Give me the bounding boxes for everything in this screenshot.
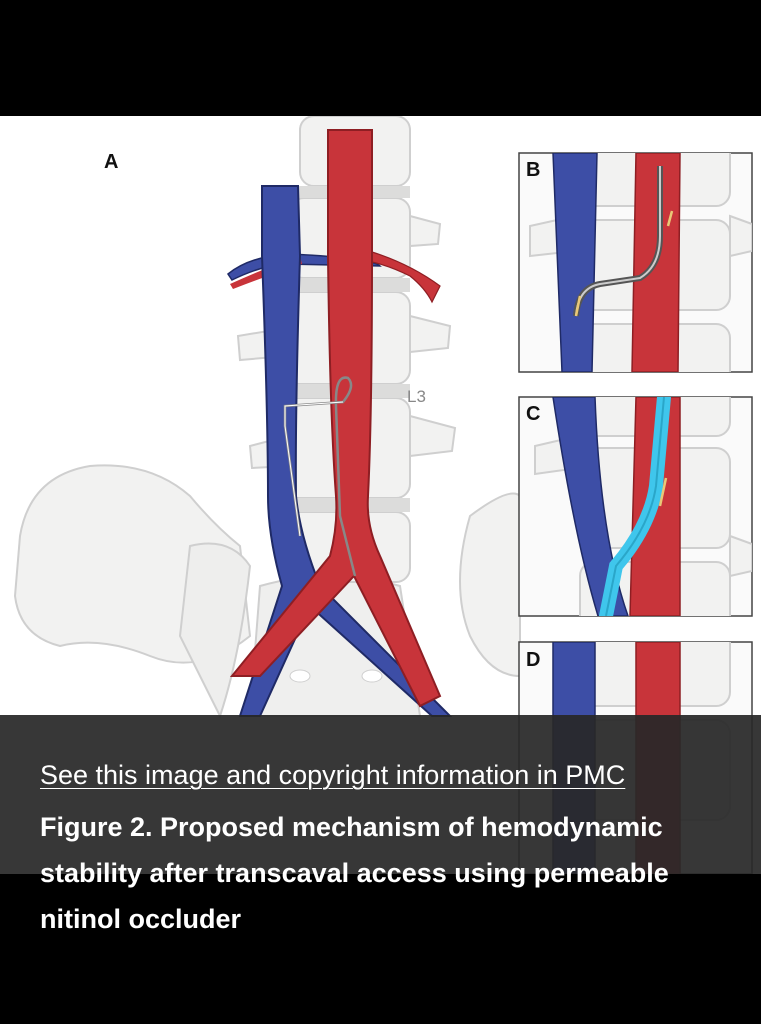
pelvis-left-inner	[178, 542, 252, 719]
caption-background	[0, 874, 761, 1024]
panel-b: B	[518, 152, 753, 373]
figure-caption-title: Figure 2. Proposed mechanism of hemodyna…	[40, 812, 669, 934]
panel-label-d: D	[526, 649, 540, 671]
caption: See this image and copyright information…	[40, 756, 720, 942]
panel-c: C	[518, 396, 753, 617]
caption-overlay	[0, 715, 761, 875]
vertebra-label: L3	[407, 387, 426, 406]
panel-label-b: B	[526, 159, 540, 181]
pmc-copyright-link[interactable]: See this image and copyright information…	[40, 760, 626, 790]
inferior-vena-cava	[238, 185, 453, 717]
panel-label-a: A	[104, 151, 118, 173]
panel-a-illustration: A L3	[13, 116, 521, 719]
pelvis-right	[459, 492, 521, 678]
panel-label-c: C	[526, 403, 540, 425]
